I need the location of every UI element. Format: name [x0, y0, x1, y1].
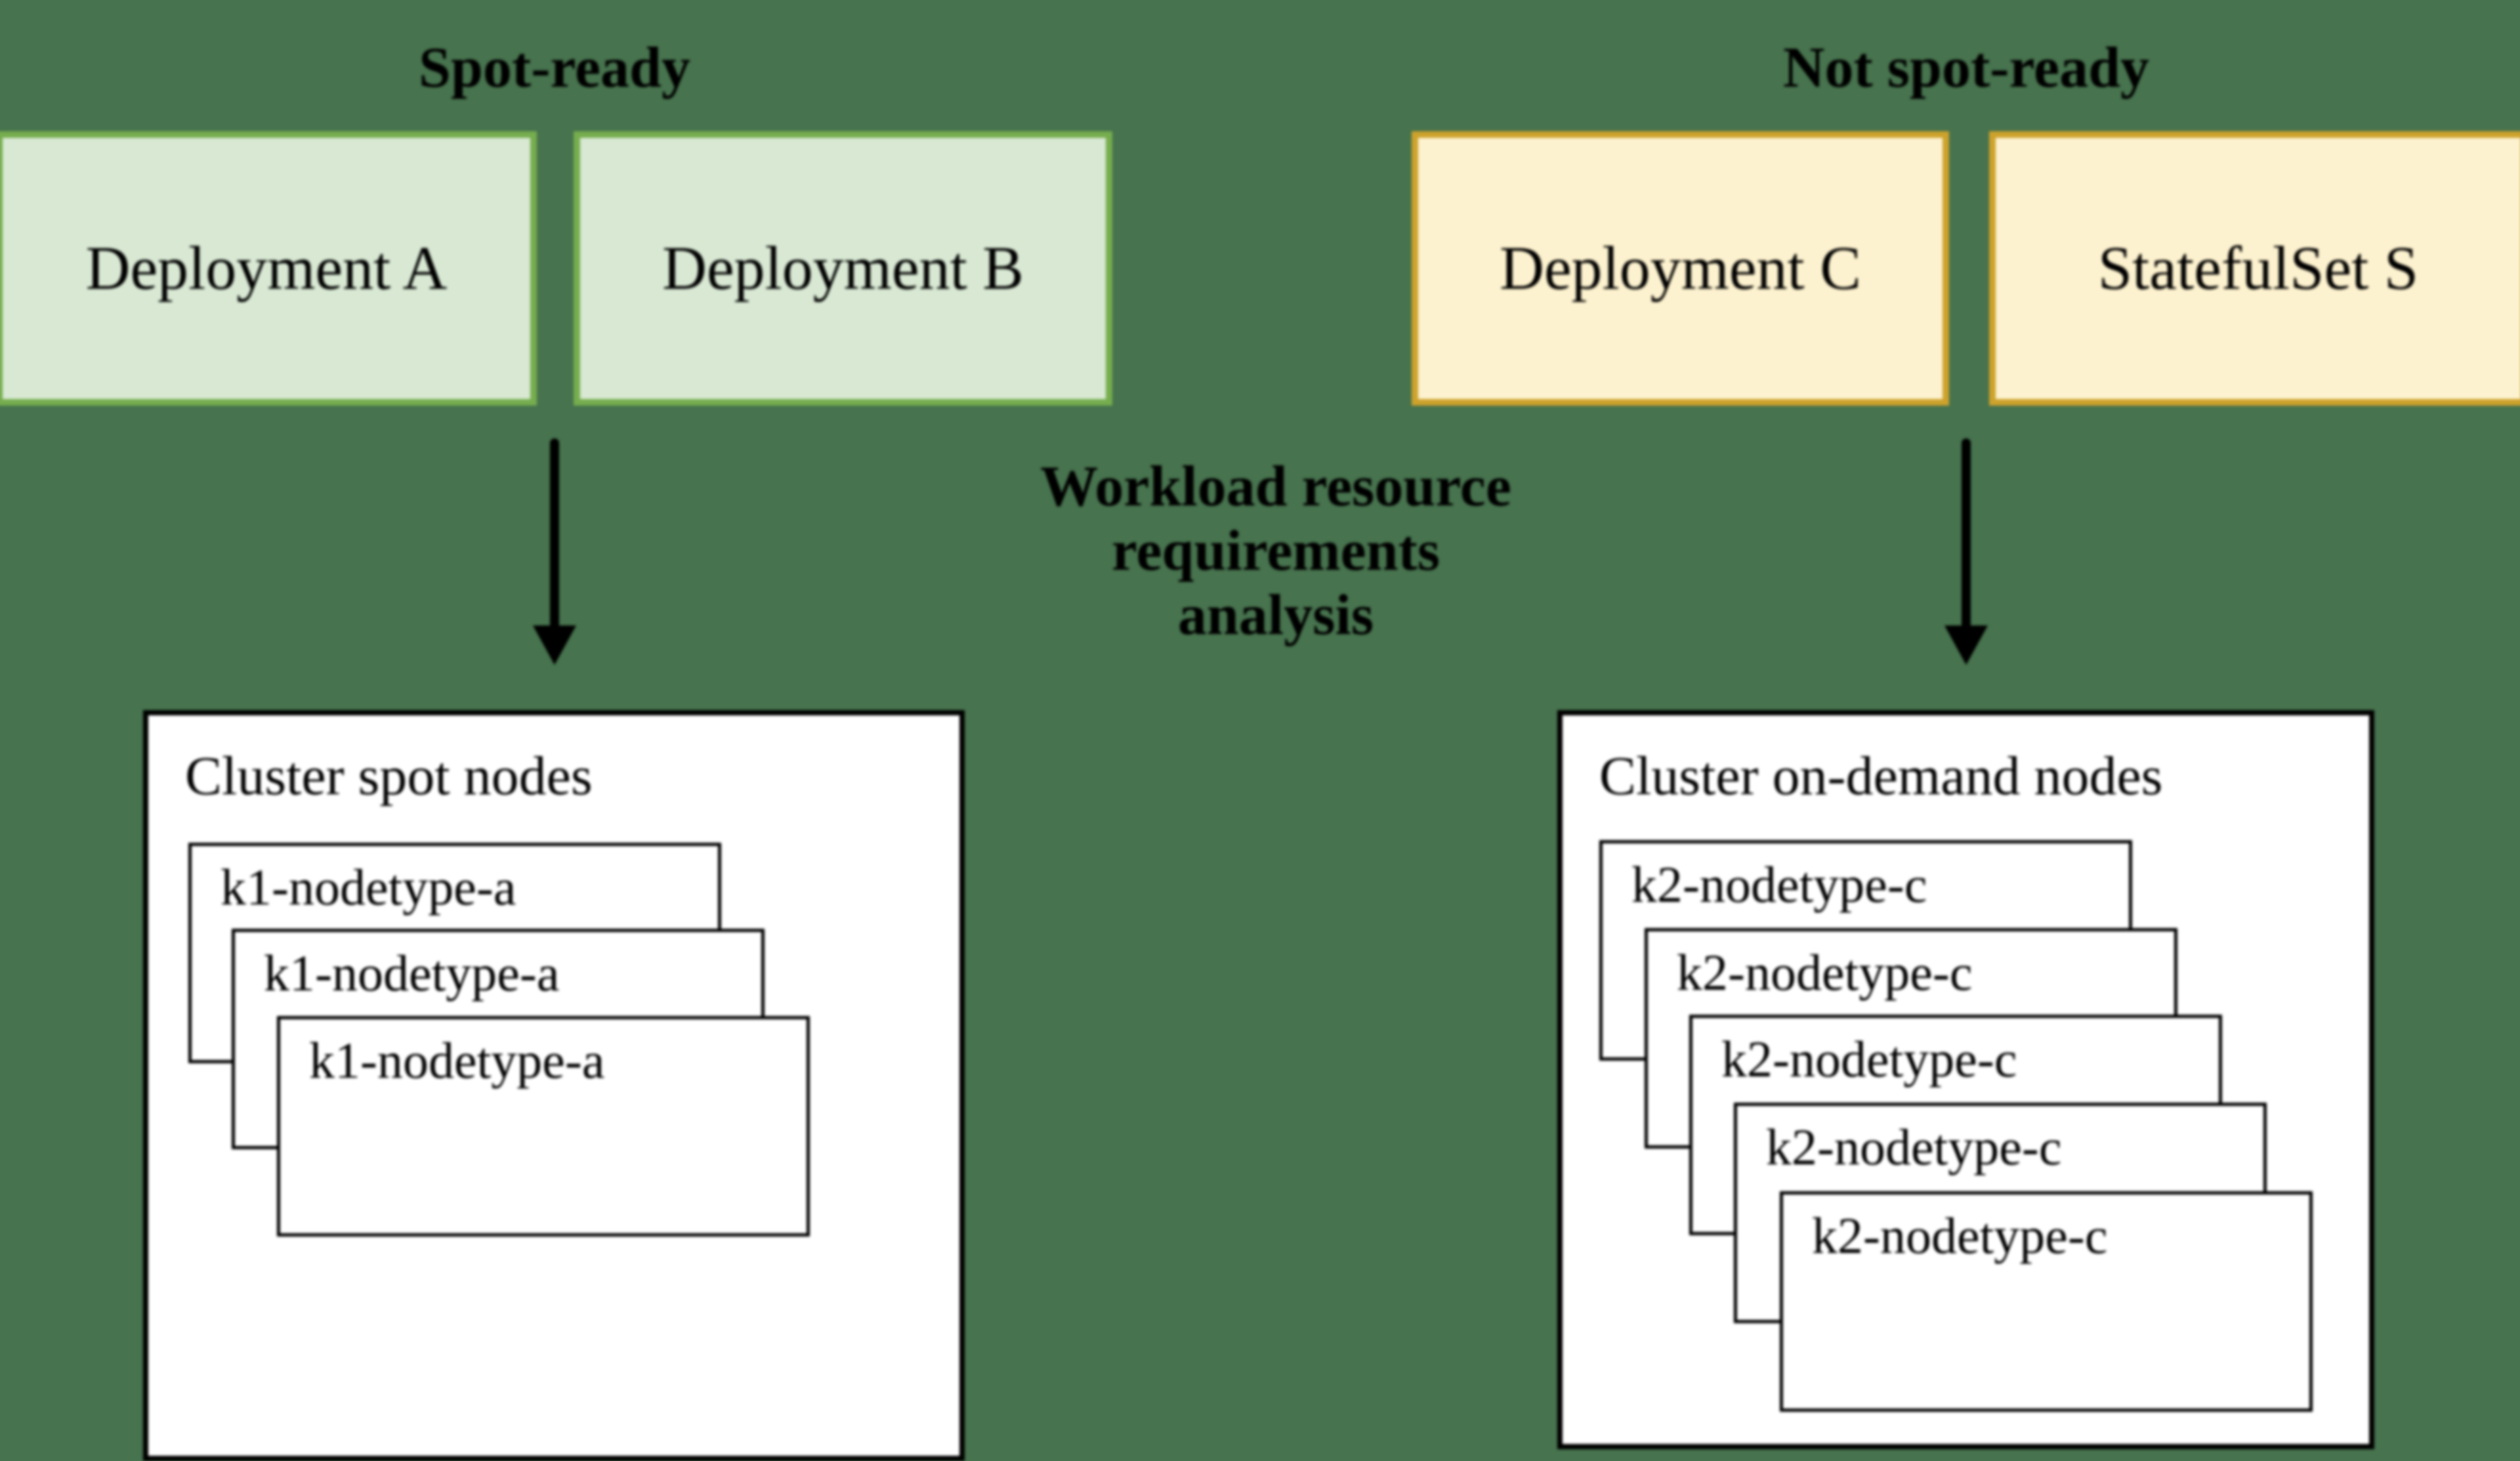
- flow-label-line: requirements: [1111, 519, 1440, 583]
- flow-label-line: Workload resource: [1040, 455, 1511, 519]
- workload-box-deployment-b: Deployment B: [574, 131, 1112, 406]
- arrow-shaft: [1962, 438, 1971, 629]
- node-card-k1: k1-nodetype-a: [277, 1016, 810, 1237]
- arrow-head-icon: [533, 625, 576, 665]
- workload-box-deployment-a: Deployment A: [0, 131, 537, 406]
- flow-label: Workload resource requirements analysis: [980, 455, 1571, 648]
- cluster-title: Cluster spot nodes: [185, 746, 593, 807]
- heading-not-spot-ready: Not spot-ready: [1782, 36, 2150, 100]
- flow-label-line: analysis: [1177, 583, 1374, 647]
- workload-label: Deployment B: [662, 234, 1024, 303]
- workload-box-statefulset-s: StatefulSet S: [1989, 131, 2520, 406]
- workload-box-deployment-c: Deployment C: [1412, 131, 1949, 406]
- node-card-k2: k2-nodetype-c: [1780, 1191, 2313, 1412]
- workload-label: Deployment A: [85, 234, 448, 303]
- arrow-head-icon: [1944, 625, 1988, 665]
- cluster-title: Cluster on-demand nodes: [1599, 746, 2163, 807]
- workload-label: Deployment C: [1500, 234, 1861, 303]
- arrow-shaft: [550, 438, 559, 629]
- heading-spot-ready: Spot-ready: [419, 36, 690, 100]
- workload-label: StatefulSet S: [2097, 234, 2419, 303]
